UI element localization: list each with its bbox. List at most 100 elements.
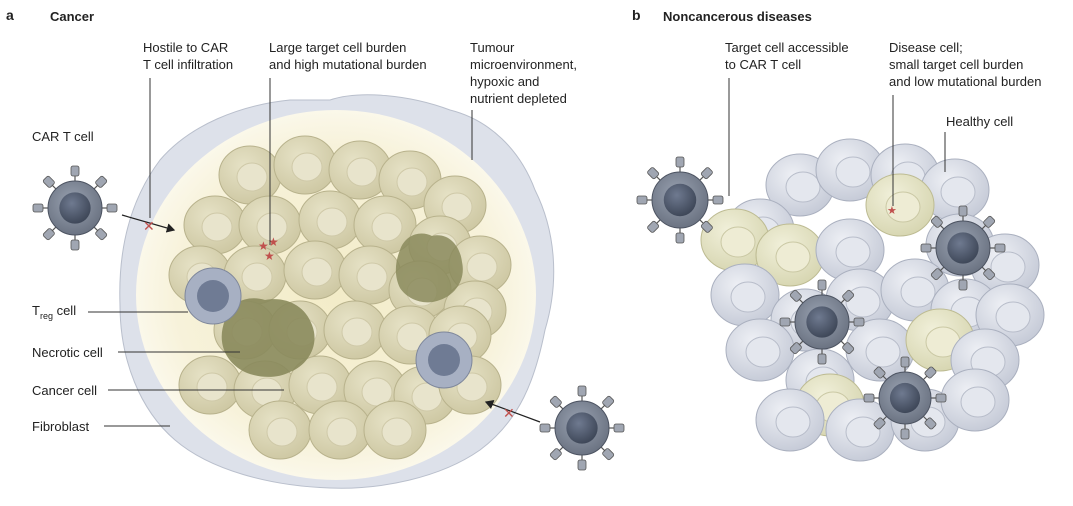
car-receptor-head: [42, 228, 55, 241]
car-receptor-head: [70, 239, 80, 251]
car-receptor-head: [106, 203, 118, 213]
car-receptor-head: [983, 268, 996, 281]
car-receptor-head: [647, 167, 660, 180]
healthy-cell: [815, 218, 885, 282]
car-receptor-head: [779, 317, 791, 327]
label-car-t-cell: CAR T cell: [32, 129, 94, 144]
car-receptor-head: [549, 395, 562, 408]
car-t-cell-bound-2: [779, 279, 865, 365]
leader-lines-b: [728, 78, 946, 206]
necrotic-cell-2: [395, 233, 463, 303]
car-receptor-head: [70, 165, 80, 177]
cancer-cell: [363, 400, 427, 460]
car-receptor-head: [900, 356, 910, 368]
car-receptor-head: [873, 417, 886, 430]
panel-a-letter: a: [6, 7, 14, 23]
car-receptor-head: [935, 393, 947, 403]
car-receptor-head: [700, 220, 713, 233]
necrotic-cell: [221, 298, 315, 377]
healthy-cell: [725, 318, 795, 382]
car-receptor-head: [900, 428, 910, 440]
car-receptor-head: [700, 167, 713, 180]
car-receptor-head: [95, 175, 108, 188]
car-t-cell-bound-3: [863, 356, 947, 440]
healthy-cell-cluster: [700, 138, 1045, 462]
car-receptor-head: [789, 289, 802, 302]
disease-cell: [700, 208, 770, 272]
car-receptor-head: [32, 203, 44, 213]
cancer-cell: [298, 190, 362, 250]
disease-star: ★: [887, 204, 897, 217]
car-t-cell-bound-1: [920, 205, 1006, 291]
car-receptor-head: [602, 448, 615, 461]
car-receptor-head: [613, 423, 625, 433]
panel-a-title: Cancer: [50, 9, 95, 24]
car-receptor-head: [647, 220, 660, 233]
healthy-cell: [975, 283, 1045, 347]
treg-cell-2: [415, 331, 473, 389]
cancer-cell: [248, 400, 312, 460]
car-receptor-head: [842, 289, 855, 302]
car-receptor-head: [924, 366, 937, 379]
car-receptor-head: [930, 215, 943, 228]
car-receptor-head: [817, 279, 827, 291]
leader-lines-a: [88, 78, 473, 427]
car-receptor-head: [930, 268, 943, 281]
car-t-cell-outside: [636, 156, 724, 244]
healthy-cell: [815, 138, 885, 202]
healthy-cell: [940, 368, 1010, 432]
car-receptor-head: [958, 279, 968, 291]
car-receptor-head: [95, 228, 108, 241]
healthy-cell: [920, 158, 990, 222]
label-treg-cell: Treg cell: [32, 303, 77, 321]
car-receptor-head: [994, 243, 1006, 253]
blocked-arrow-right: ✕: [484, 399, 541, 423]
car-receptor-head: [873, 366, 886, 379]
cancer-cell: [218, 145, 282, 205]
cancer-cell: [308, 400, 372, 460]
car-receptor-head: [577, 459, 587, 471]
car-receptor-head: [789, 342, 802, 355]
car-receptor-head: [924, 417, 937, 430]
cancer-cell: [338, 245, 402, 305]
panel-b-letter: b: [632, 7, 641, 23]
cancer-cell: [183, 195, 247, 255]
disease-cell: [865, 173, 935, 237]
healthy-cell: [825, 398, 895, 462]
car-receptor-head: [958, 205, 968, 217]
healthy-cell: [710, 263, 780, 327]
car-receptor-head: [675, 156, 685, 168]
car-receptor-head: [920, 243, 932, 253]
label-necrotic-cell: Necrotic cell: [32, 345, 103, 360]
car-t-cell-2: [539, 385, 625, 471]
car-receptor-head: [577, 385, 587, 397]
car-receptor-head: [842, 342, 855, 355]
car-receptor-head: [539, 423, 551, 433]
car-receptor-head: [712, 195, 724, 205]
car-receptor-head: [675, 232, 685, 244]
cancer-cell: [328, 140, 392, 200]
svg-text:✕: ✕: [143, 219, 155, 235]
mutation-stars: ★ ★ ★: [258, 235, 279, 263]
car-receptor-head: [42, 175, 55, 188]
car-receptor-head: [549, 448, 562, 461]
car-t-cell: [32, 165, 118, 251]
svg-text:★: ★: [268, 235, 279, 249]
healthy-cell: [845, 318, 915, 382]
disease-cell: [755, 223, 825, 287]
car-receptor-head: [863, 393, 875, 403]
car-receptor-head: [817, 353, 827, 365]
healthy-cell: [755, 388, 825, 452]
tumour-mass: ★ ★ ★: [119, 94, 555, 489]
car-receptor-head: [602, 395, 615, 408]
svg-text:★: ★: [264, 249, 275, 263]
panel-b-title: Noncancerous diseases: [663, 9, 812, 24]
cancer-cell: [283, 240, 347, 300]
blocked-arrow-left: ✕: [121, 214, 176, 235]
car-receptor-head: [983, 215, 996, 228]
cancer-cell: [353, 195, 417, 255]
